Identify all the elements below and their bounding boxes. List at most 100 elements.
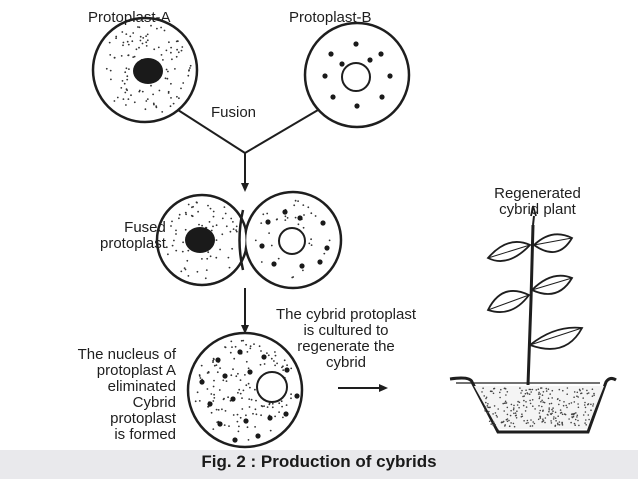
stipple-dot — [167, 90, 170, 93]
soil-dot — [510, 409, 512, 412]
fusion-label: Fusion — [211, 104, 257, 121]
stipple-dot — [138, 46, 140, 49]
nucleus-line-1: The nucleus of — [77, 346, 176, 363]
stipple-dot — [122, 44, 124, 47]
stipple-dot — [125, 67, 128, 70]
soil-dot — [539, 415, 542, 418]
stipple-dot — [133, 101, 136, 104]
soil-dot — [502, 402, 505, 405]
soil-dot — [550, 402, 553, 405]
stipple-dot — [110, 78, 112, 81]
stipple-dot — [245, 414, 247, 417]
stipple-dot — [212, 210, 215, 213]
soil-dot — [548, 409, 550, 411]
soil-dot — [591, 388, 594, 391]
stipple-dot — [277, 257, 280, 260]
soil-dot — [518, 401, 521, 404]
soil-dot — [549, 413, 552, 415]
stipple-dot — [116, 96, 119, 99]
stipple-dot — [242, 389, 245, 392]
soil-dot — [506, 420, 509, 423]
soil-dot — [537, 393, 540, 395]
protoplast-b-organelles — [322, 41, 393, 109]
stipple-dot — [291, 276, 294, 279]
stipple-dot — [206, 388, 209, 390]
soil-dot — [528, 388, 531, 391]
soil-dot — [578, 424, 580, 427]
soil-dot — [510, 403, 513, 406]
soil-dot — [572, 413, 575, 416]
stipple-dot — [123, 82, 126, 85]
stipple-dot — [233, 357, 236, 360]
stipple-dot — [212, 400, 215, 402]
stipple-dot — [177, 51, 180, 54]
stipple-dot — [152, 93, 155, 96]
stipple-dot — [235, 225, 238, 228]
stipple-dot — [232, 414, 235, 416]
stipple-dot — [198, 223, 200, 226]
protoplast-a-label: Protoplast-A — [88, 9, 171, 26]
regenerated-label: Regenerated cybrid plant — [475, 186, 600, 218]
soil-dot — [526, 419, 529, 422]
soil-dot — [494, 412, 497, 414]
stipple-dot — [221, 408, 223, 411]
stipple-dot — [206, 257, 209, 260]
stipple-dot — [210, 411, 213, 414]
stipple-dot — [145, 45, 148, 47]
stipple-dot — [187, 249, 190, 252]
soil-dot — [542, 420, 545, 422]
stipple-dot — [207, 204, 209, 207]
stipple-dot — [237, 430, 240, 433]
stipple-dot — [205, 269, 208, 271]
stipple-dot — [247, 439, 250, 441]
soil-dot — [541, 394, 544, 397]
cybrid-stipple — [194, 339, 293, 441]
soil-dot — [558, 421, 561, 423]
stipple-dot — [302, 269, 304, 272]
stipple-dot — [186, 259, 189, 262]
soil-dot — [540, 400, 542, 403]
soil-dot — [503, 387, 506, 390]
soil-dot — [517, 400, 519, 403]
stipple-dot — [176, 95, 178, 98]
stipple-dot — [328, 239, 331, 242]
stipple-dot — [227, 396, 230, 399]
soil-dot — [499, 396, 501, 399]
stipple-dot — [181, 46, 184, 48]
soil-dot — [515, 417, 518, 419]
stipple-dot — [223, 206, 226, 209]
stipple-dot — [166, 77, 169, 80]
stipple-dot — [268, 232, 270, 235]
soil-dot — [542, 409, 544, 412]
soil-dot — [571, 416, 574, 419]
cultured-label: The cybrid protoplast is cultured to reg… — [262, 307, 430, 371]
stipple-dot — [194, 400, 197, 403]
soil-dot — [593, 392, 595, 395]
soil-dot — [485, 396, 488, 399]
soil-dot — [486, 405, 489, 407]
stipple-dot — [212, 428, 215, 430]
stipple-dot — [266, 212, 269, 215]
soil-dot — [553, 416, 555, 418]
stipple-dot — [160, 26, 163, 29]
stipple-dot — [231, 346, 233, 348]
soil-dot — [551, 408, 553, 411]
stipple-dot — [122, 98, 125, 100]
stipple-dot — [239, 392, 242, 395]
stipple-dot — [266, 406, 269, 408]
stipple-dot — [113, 100, 116, 102]
cybrid-organelles — [199, 349, 300, 443]
soil-dot — [542, 401, 544, 403]
stipple-dot — [124, 91, 127, 94]
stipple-dot — [274, 364, 276, 367]
stipple-dot — [302, 226, 305, 229]
stipple-dot — [171, 58, 173, 61]
stipple-dot — [198, 400, 201, 402]
cultured-line-3: regenerate the — [297, 338, 395, 355]
stipple-dot — [127, 98, 130, 100]
stipple-dot — [115, 35, 118, 38]
stipple-dot — [153, 48, 156, 51]
soil-dot — [573, 396, 575, 399]
stipple-dot — [210, 393, 213, 395]
soil-dot — [482, 387, 484, 390]
